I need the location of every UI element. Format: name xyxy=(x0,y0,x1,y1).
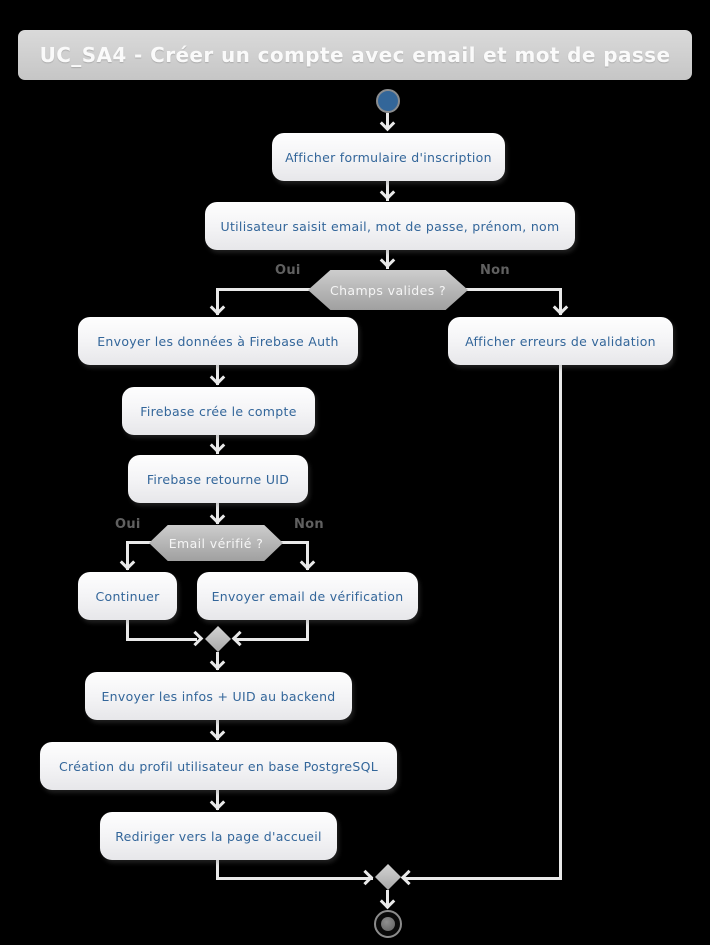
edge-decision1-oui-v xyxy=(216,288,219,315)
activity-continuer: Continuer xyxy=(78,572,177,620)
edge-uid-to-decision2 xyxy=(216,503,219,524)
arrowhead-icon xyxy=(379,893,396,910)
edge-decision2-non-v xyxy=(306,541,309,570)
activity-firebase-cree-compte: Firebase crée le compte xyxy=(122,387,315,435)
arrowhead-icon xyxy=(119,554,136,571)
decision-label: Champs valides ? xyxy=(329,282,447,298)
edge-erreurs-to-merge2-v xyxy=(559,365,562,880)
activity-creation-profil-postgresql: Création du profil utilisateur en base P… xyxy=(40,742,397,790)
arrowhead-icon xyxy=(379,252,396,269)
edge-start-to-form xyxy=(386,113,389,129)
edge-decision1-non-h xyxy=(466,288,560,291)
arrowhead-icon xyxy=(209,794,226,811)
activity-label: Firebase crée le compte xyxy=(140,403,297,419)
activity-afficher-formulaire: Afficher formulaire d'inscription xyxy=(272,133,505,181)
activity-label: Rediriger vers la page d'accueil xyxy=(115,828,322,844)
activity-label: Utilisateur saisit email, mot de passe, … xyxy=(220,218,560,234)
end-node-inner-icon xyxy=(381,917,395,931)
decision-label: Email vérifié ? xyxy=(168,535,264,551)
activity-rediriger-accueil: Rediriger vers la page d'accueil xyxy=(100,812,337,860)
arrowhead-icon xyxy=(379,115,396,132)
edge-backend-to-profil xyxy=(216,720,219,740)
arrowhead-icon xyxy=(552,299,569,316)
edge-label-non-1: Non xyxy=(480,263,510,278)
edge-continuer-to-merge-h xyxy=(126,638,197,641)
activity-label: Continuer xyxy=(95,588,160,604)
arrowhead-icon xyxy=(209,369,226,386)
edge-firebase-auth-to-cree xyxy=(216,365,219,385)
edge-profil-to-rediriger xyxy=(216,790,219,810)
activity-afficher-erreurs-validation: Afficher erreurs de validation xyxy=(448,317,673,365)
edge-label-oui-2: Oui xyxy=(115,517,141,532)
edge-form-to-saisie xyxy=(386,181,389,201)
activity-label: Firebase retourne UID xyxy=(146,471,290,487)
edge-decision2-oui-v xyxy=(126,541,129,570)
decision-email-verifie: Email vérifié ? xyxy=(149,525,283,561)
edge-label-non-2: Non xyxy=(294,517,324,532)
arrowhead-icon xyxy=(209,508,226,525)
edge-rediriger-to-merge2-v xyxy=(216,860,219,880)
arrowhead-icon xyxy=(379,184,396,201)
edge-erreurs-to-merge2-h xyxy=(403,877,561,880)
merge-node-email-branch xyxy=(205,626,231,652)
edge-emailverif-to-merge-h xyxy=(234,638,309,641)
activity-envoyer-infos-backend: Envoyer les infos + UID au backend xyxy=(85,672,352,720)
edge-merge1-to-backend xyxy=(216,652,219,670)
activity-firebase-retourne-uid: Firebase retourne UID xyxy=(128,455,308,503)
edge-rediriger-to-merge2-h xyxy=(216,877,373,880)
edge-merge2-to-end xyxy=(386,890,389,908)
arrowhead-icon xyxy=(231,630,248,647)
end-node-icon xyxy=(374,910,402,938)
activity-label: Envoyer les données à Firebase Auth xyxy=(97,333,339,349)
activity-label: Afficher formulaire d'inscription xyxy=(285,149,492,165)
arrowhead-icon xyxy=(299,554,316,571)
activity-label: Envoyer les infos + UID au backend xyxy=(101,688,336,704)
arrowhead-icon xyxy=(209,654,226,671)
edge-decision1-non-v xyxy=(559,288,562,315)
activity-saisie-utilisateur: Utilisateur saisit email, mot de passe, … xyxy=(205,202,575,250)
arrowhead-icon xyxy=(209,299,226,316)
arrowhead-icon xyxy=(400,869,417,886)
activity-label: Création du profil utilisateur en base P… xyxy=(59,758,378,774)
activity-label: Envoyer email de vérification xyxy=(211,588,404,604)
edge-saisie-to-decision1 xyxy=(386,250,389,269)
arrowhead-icon xyxy=(209,724,226,741)
edge-cree-to-uid xyxy=(216,435,219,454)
edge-emailverif-to-merge-v xyxy=(306,620,309,641)
arrowhead-icon xyxy=(357,869,374,886)
edge-decision2-non-h xyxy=(280,541,308,544)
diagram-title-text: UC_SA4 - Créer un compte avec email et m… xyxy=(39,43,671,67)
edge-label-oui-1: Oui xyxy=(275,263,301,278)
arrowhead-icon xyxy=(187,630,204,647)
start-node-icon xyxy=(376,89,400,113)
edge-decision1-oui-h xyxy=(217,288,311,291)
arrowhead-icon xyxy=(209,437,226,454)
edge-decision2-oui-h xyxy=(127,541,153,544)
activity-label: Afficher erreurs de validation xyxy=(465,333,656,349)
diagram-title: UC_SA4 - Créer un compte avec email et m… xyxy=(18,30,692,80)
decision-champs-valides: Champs valides ? xyxy=(308,270,468,310)
activity-envoyer-email-verification: Envoyer email de vérification xyxy=(197,572,418,620)
activity-envoyer-donnees-firebase: Envoyer les données à Firebase Auth xyxy=(78,317,358,365)
merge-node-final xyxy=(375,864,401,890)
edge-continuer-to-merge-v xyxy=(126,620,129,641)
